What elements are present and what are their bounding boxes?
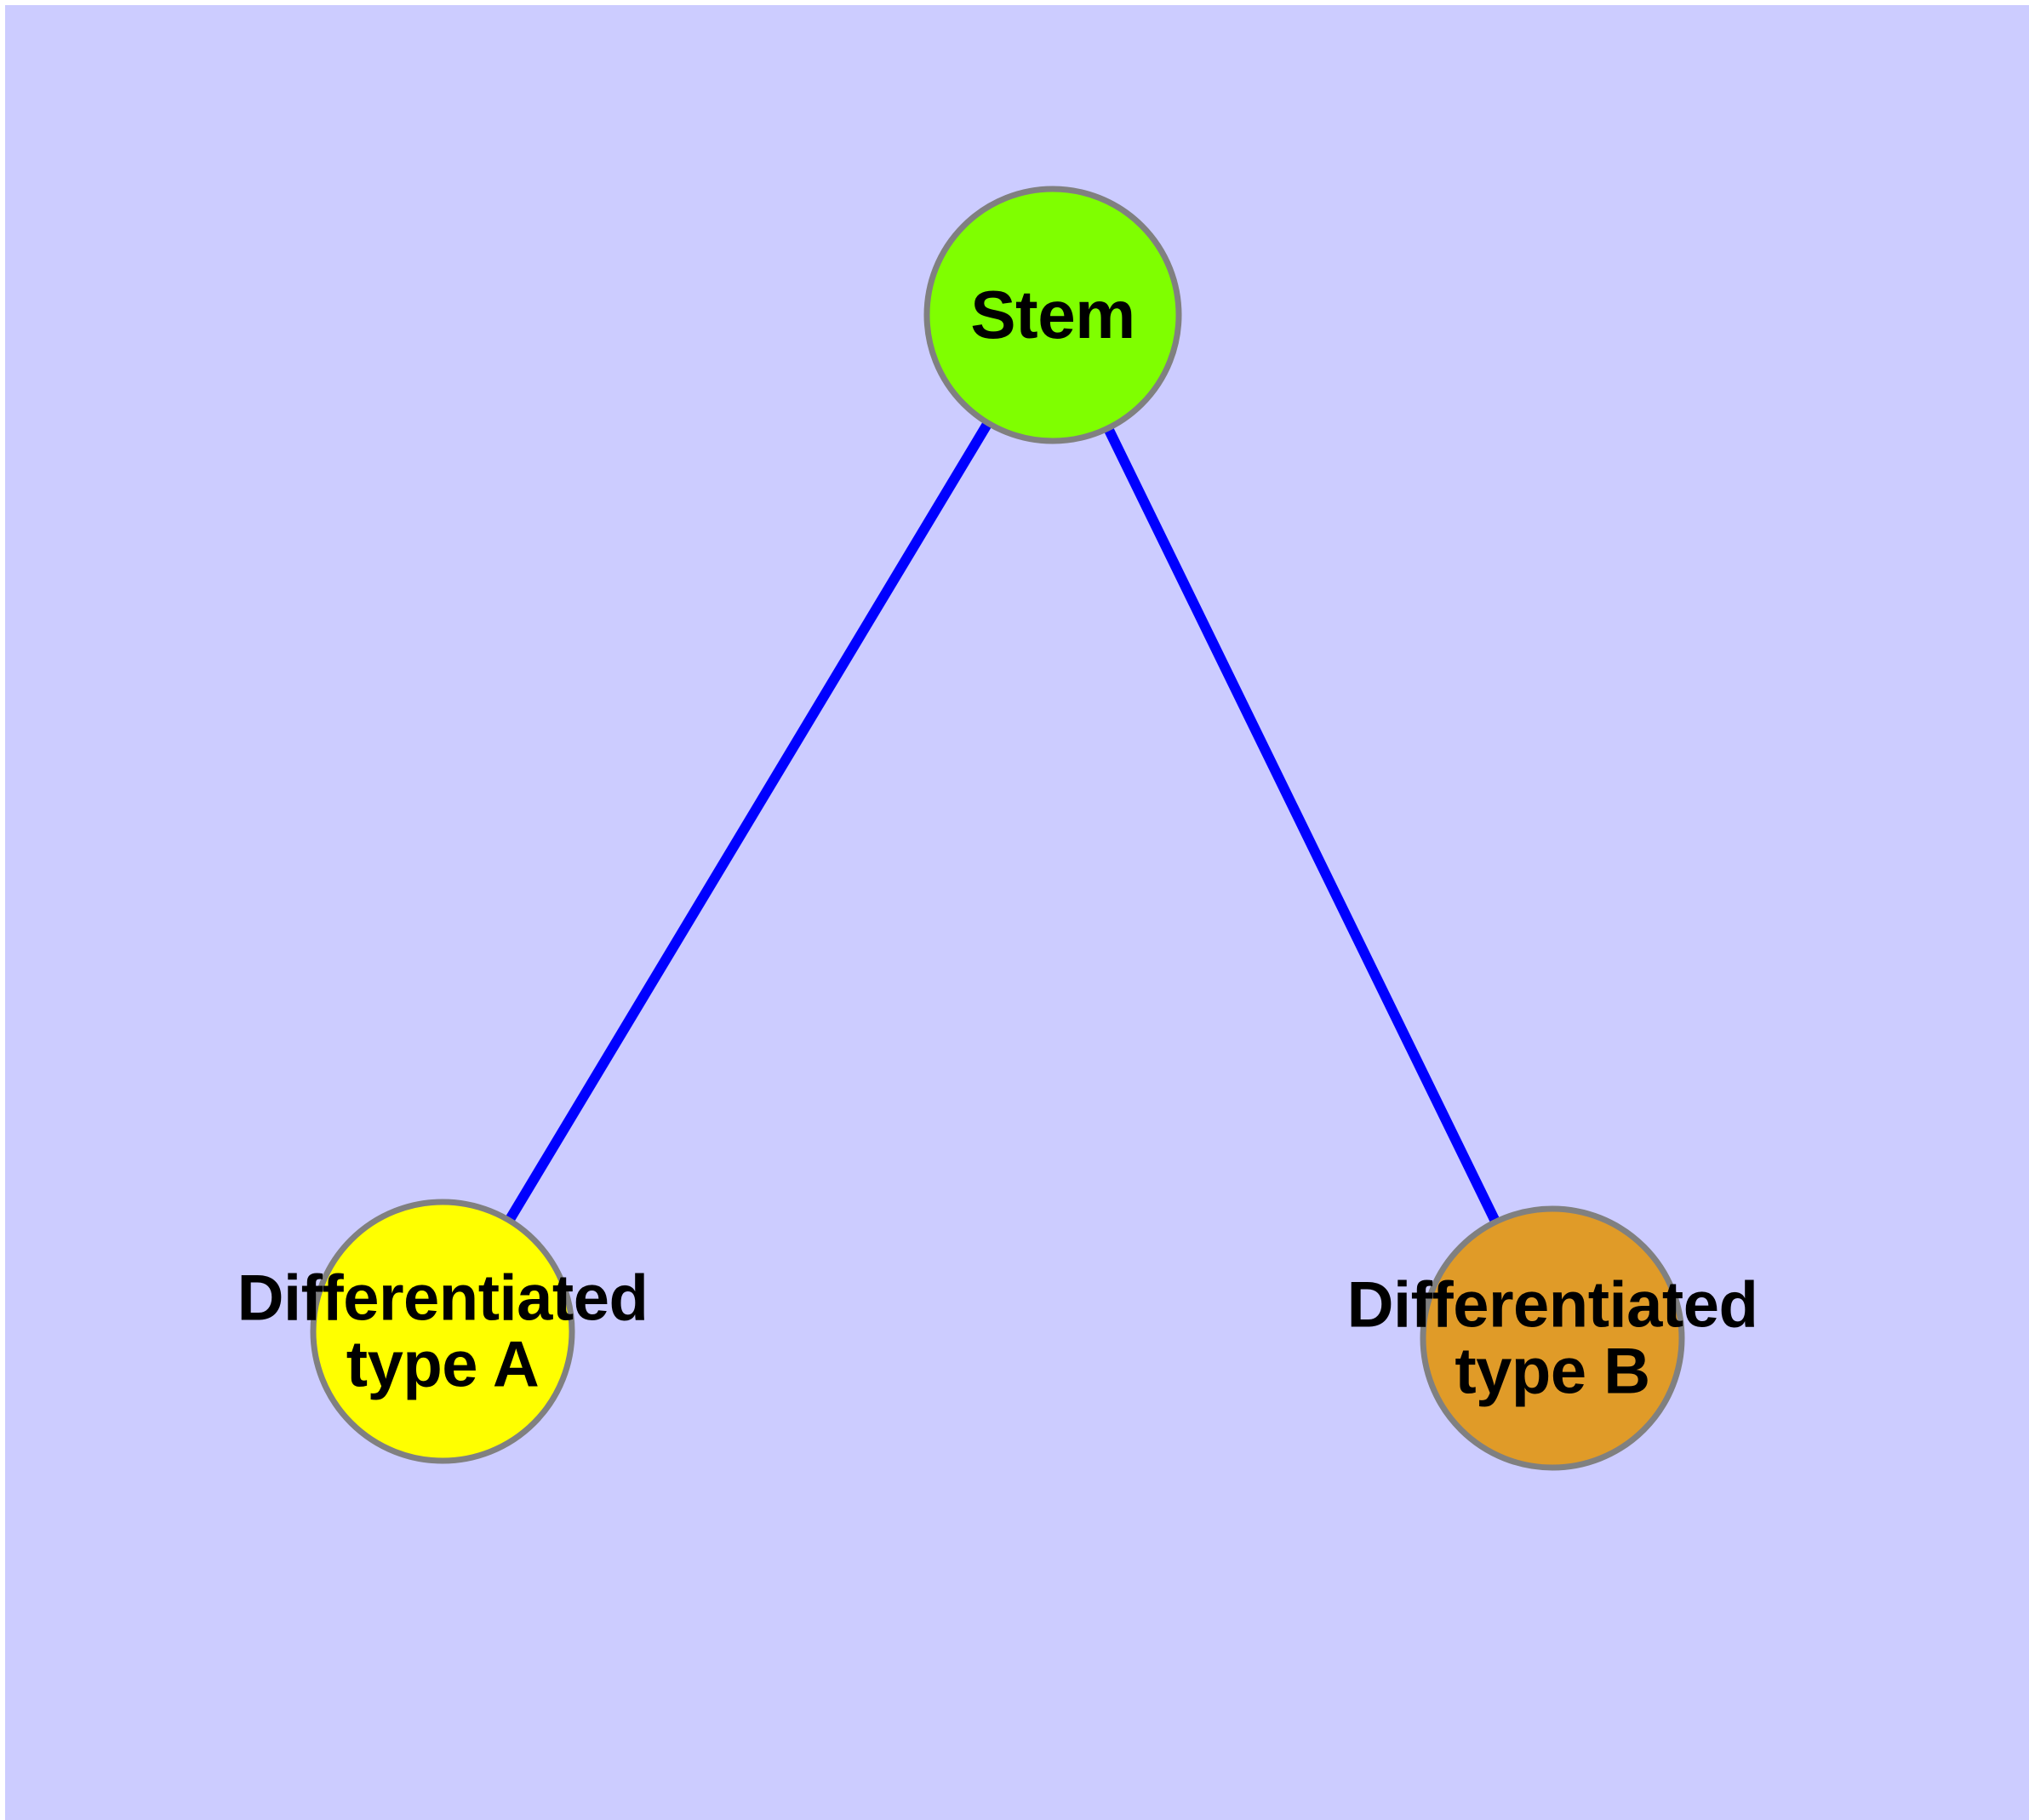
graph-edge bbox=[1048, 312, 1557, 1341]
graph-node-diff_b[interactable] bbox=[1420, 1205, 1685, 1471]
edge-layer bbox=[437, 312, 1557, 1341]
node-layer bbox=[310, 186, 1685, 1471]
graph-edge bbox=[437, 312, 1058, 1335]
graph-node-diff_a[interactable] bbox=[310, 1199, 575, 1464]
graph-node-stem[interactable] bbox=[923, 186, 1182, 444]
